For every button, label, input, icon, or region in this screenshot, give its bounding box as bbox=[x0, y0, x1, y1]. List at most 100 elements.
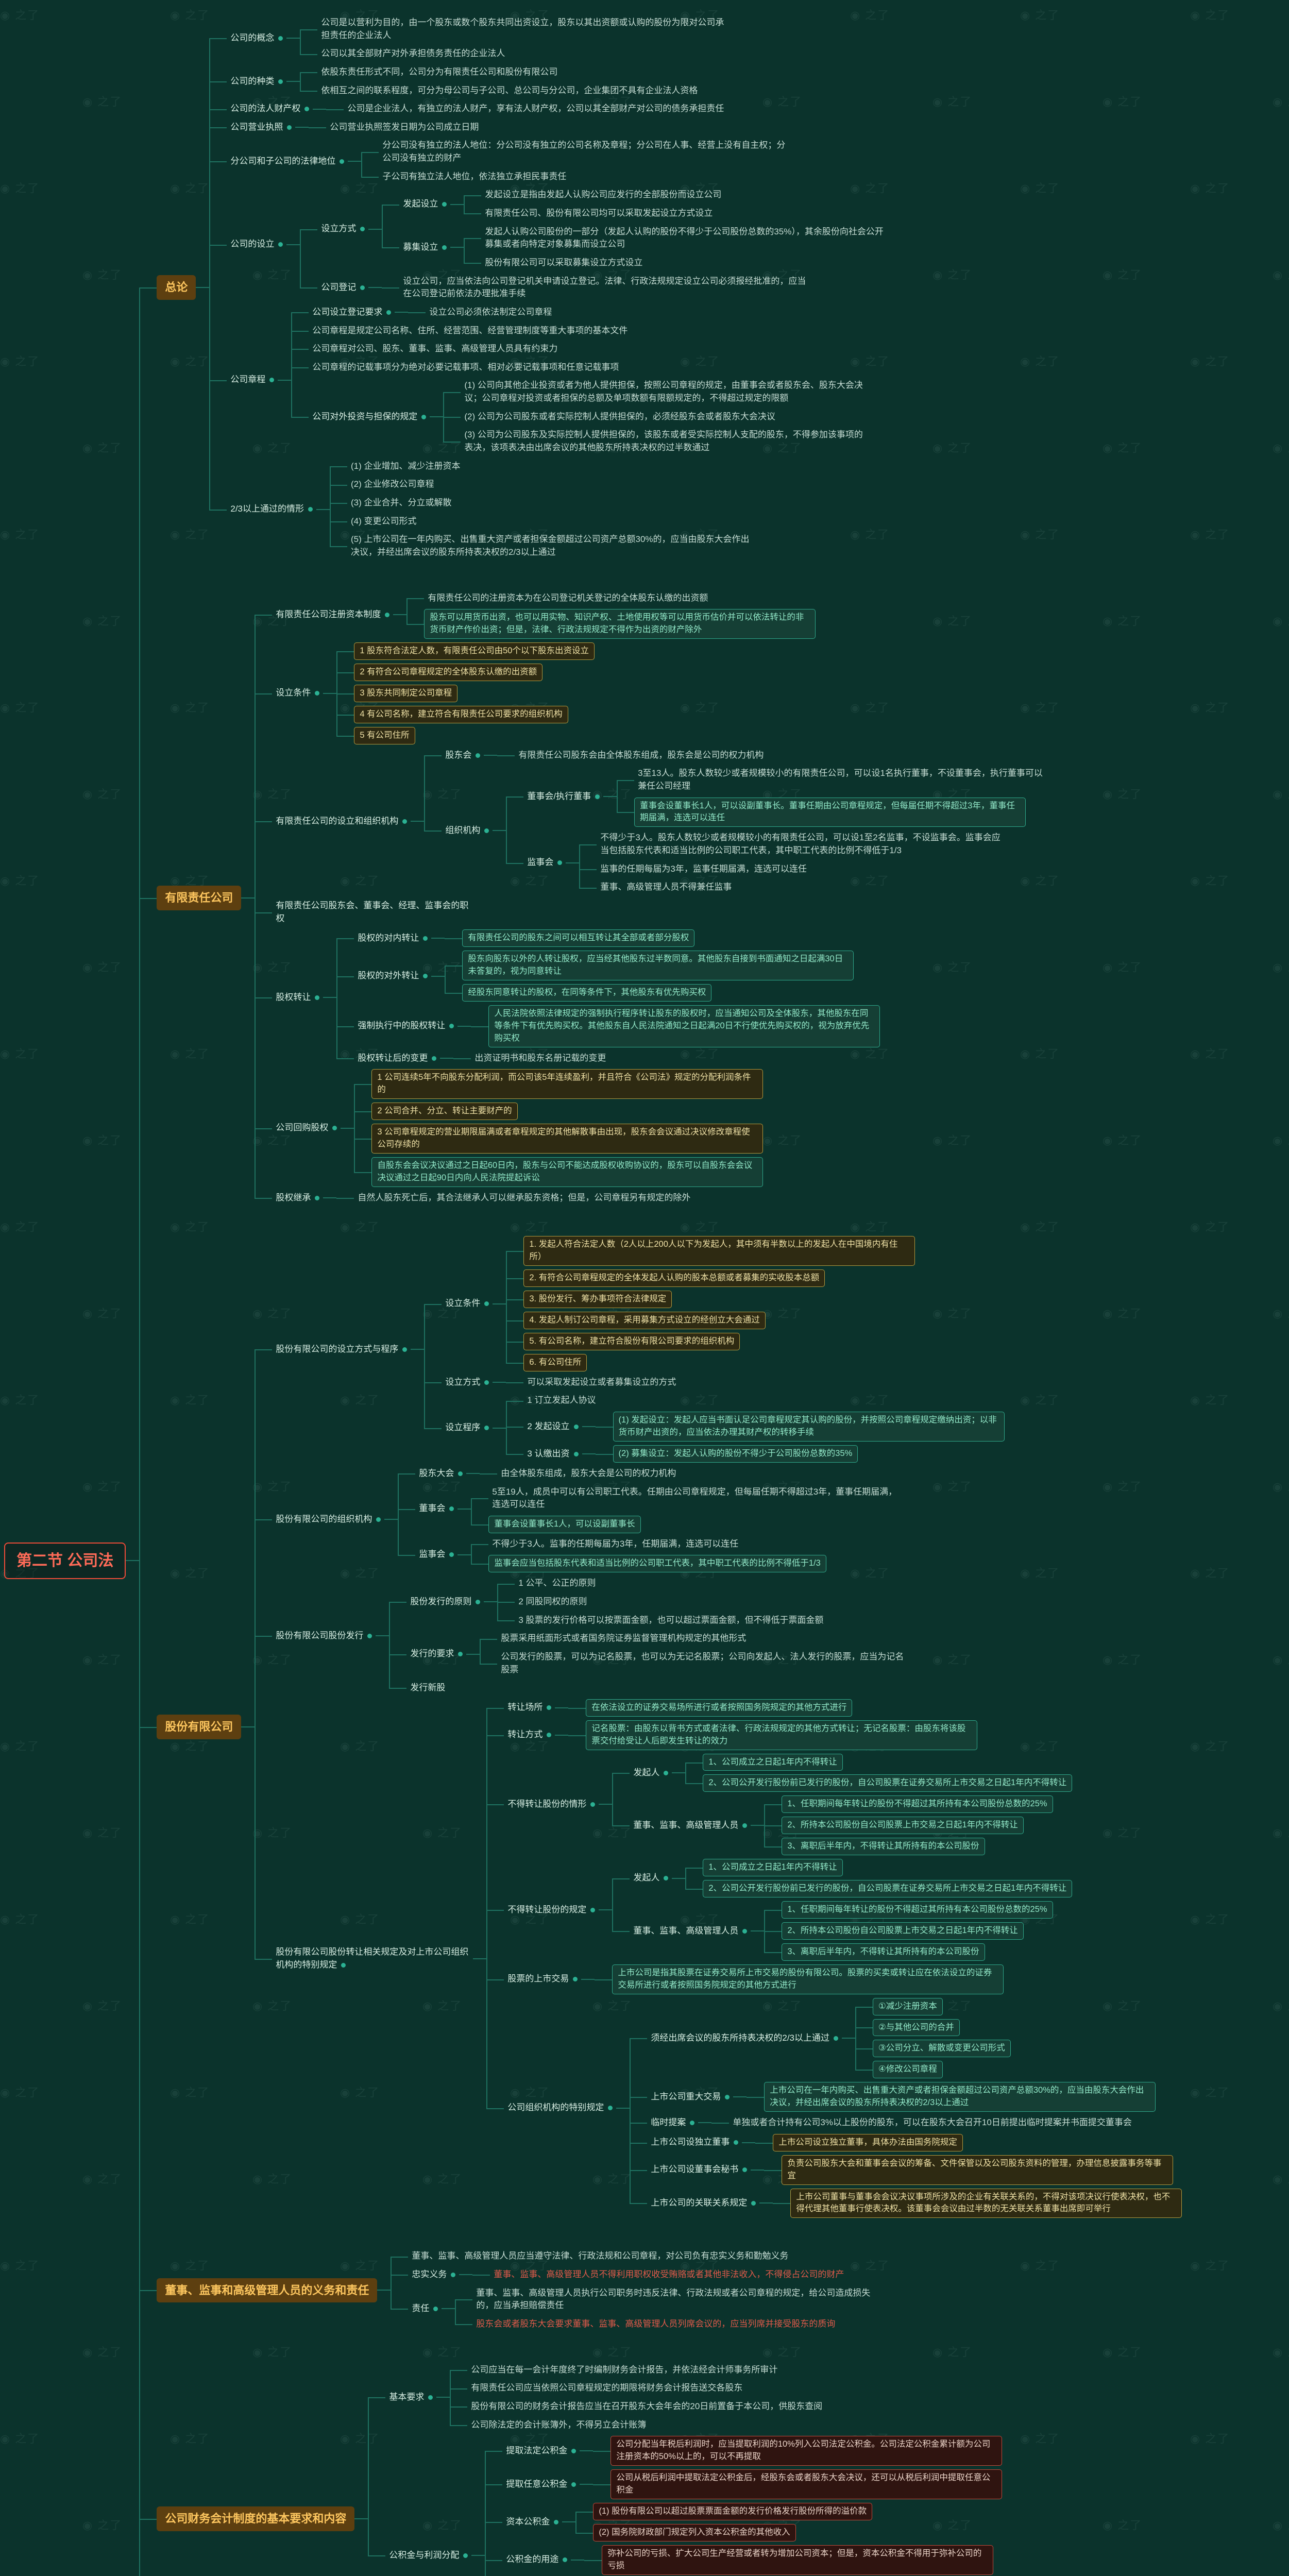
collapse-dot[interactable] bbox=[573, 1451, 579, 1456]
mindmap-node[interactable]: 公司以其全部财产对外承担债务责任的企业法人 bbox=[321, 48, 505, 59]
mindmap-node[interactable]: 3. 股份发行、筹办事项符合法律规定 bbox=[523, 1291, 672, 1309]
mindmap-node[interactable]: 3、离职后半年内，不得转让其所持有的本公司股份 bbox=[782, 1943, 985, 1961]
mindmap-node[interactable]: 董事、监事、高级管理人员应当遵守法律、行政法规和公司章程，对公司负有忠实义务和勤… bbox=[412, 2251, 789, 2261]
branch-llc[interactable]: 有限责任公司 bbox=[157, 886, 242, 910]
mindmap-node[interactable]: 记名股票：由股东以背书方式或者法律、行政法规规定的其他方式转让；无记名股票：由股… bbox=[586, 1720, 978, 1750]
mindmap-node[interactable]: 股权继承 bbox=[272, 1191, 323, 1206]
collapse-dot[interactable] bbox=[554, 2519, 559, 2524]
mindmap-node[interactable]: 股票的上市交易 bbox=[504, 1972, 581, 1987]
mindmap-node[interactable]: (2) 企业修改公司章程 bbox=[351, 479, 434, 489]
mindmap-node[interactable]: (1) 公司向其他企业投资或者为他人提供担保，按照公司章程的规定，由董事会或者股… bbox=[464, 380, 863, 403]
collapse-dot[interactable] bbox=[476, 753, 481, 758]
collapse-dot[interactable] bbox=[449, 1552, 454, 1557]
collapse-dot[interactable] bbox=[402, 819, 408, 824]
mindmap-node[interactable]: 由全体股东组成，股东大会是公司的权力机构 bbox=[501, 1468, 676, 1478]
collapse-dot[interactable] bbox=[360, 285, 365, 290]
mindmap-node[interactable]: 子公司有独立法人地位，依法独立承担民事责任 bbox=[382, 171, 567, 181]
mindmap-node[interactable]: 设立公司必须依法制定公司章程 bbox=[429, 307, 552, 317]
mindmap-node[interactable]: 1 订立发起人协议 bbox=[527, 1395, 596, 1405]
mindmap-node[interactable]: 有限责任公司股东会由全体股东组成，股东会是公司的权力机构 bbox=[518, 750, 764, 760]
mindmap-node[interactable]: (4) 变更公司形式 bbox=[351, 516, 417, 526]
collapse-dot[interactable] bbox=[742, 2167, 748, 2173]
mindmap-node[interactable]: 上市公司设董事会秘书 bbox=[647, 2162, 751, 2177]
mindmap-node[interactable]: 3、离职后半年内，不得转让其所持有的本公司股份 bbox=[782, 1838, 985, 1856]
mindmap-node[interactable]: 公司从税后利润中提取法定公积金后，经股东会或者股东大会决议，还可以从税后利润中提… bbox=[610, 2469, 1003, 2499]
mindmap-node[interactable]: 公司是企业法人，有独立的法人财产，享有法人财产权，公司以其全部财产对公司的债务承… bbox=[347, 104, 724, 114]
mindmap-node[interactable]: 2、公司公开发行股份前已发行的股份，自公司股票在证券交易所上市交易之日起1年内不… bbox=[703, 1774, 1073, 1792]
mindmap-node[interactable]: 上市公司重大交易 bbox=[647, 2090, 733, 2105]
mindmap-node[interactable]: 依相互之间的联系程度，可分为母公司与子公司、总公司与分公司，企业集团不具有企业法… bbox=[321, 85, 698, 95]
branch-general[interactable]: 总论 bbox=[157, 275, 196, 300]
mindmap-node[interactable]: 发行新股 bbox=[410, 1683, 446, 1693]
mindmap-node[interactable]: 公司营业执照签发日期为公司成立日期 bbox=[330, 122, 479, 132]
mindmap-node[interactable]: 2 同股同权的原则 bbox=[518, 1596, 587, 1606]
collapse-dot[interactable] bbox=[451, 2273, 456, 2278]
mindmap-node[interactable]: 上市公司的关联关系规定 bbox=[647, 2196, 759, 2211]
collapse-dot[interactable] bbox=[315, 995, 320, 1000]
collapse-dot[interactable] bbox=[449, 1506, 454, 1512]
mindmap-node[interactable]: 上市公司在一年内购买、出售重大资产或者担保金额超过公司资产总额30%的，应当由股… bbox=[764, 2082, 1156, 2112]
collapse-dot[interactable] bbox=[442, 202, 447, 207]
collapse-dot[interactable] bbox=[484, 1380, 489, 1385]
collapse-dot[interactable] bbox=[834, 2036, 838, 2041]
mindmap-node[interactable]: 分公司和子公司的法律地位 bbox=[227, 154, 348, 169]
mindmap-node[interactable]: 股东大会 bbox=[415, 1466, 466, 1481]
collapse-dot[interactable] bbox=[278, 36, 283, 41]
collapse-dot[interactable] bbox=[269, 378, 275, 383]
mindmap-node[interactable]: 设立条件 bbox=[442, 1296, 493, 1311]
mindmap-node[interactable]: 经股东同意转让的股权，在同等条件下，其他股东有优先购买权 bbox=[462, 984, 712, 1002]
mindmap-node[interactable]: 公司的种类 bbox=[227, 74, 286, 89]
mindmap-node[interactable]: 弥补公司的亏损、扩大公司生产经营或者转为增加公司资本；但是，资本公积金不得用于弥… bbox=[602, 2545, 994, 2575]
collapse-dot[interactable] bbox=[304, 107, 310, 112]
mindmap-node[interactable]: 股东会 bbox=[442, 748, 484, 763]
mindmap-node[interactable]: 设立方式 bbox=[317, 222, 368, 236]
mindmap-node[interactable]: 有限责任公司的注册资本为在公司登记机关登记的全体股东认缴的出资额 bbox=[428, 592, 708, 603]
mindmap-node[interactable]: 在依法设立的证券交易场所进行或者按照国务院规定的其他方式进行 bbox=[586, 1699, 853, 1717]
mindmap-node[interactable]: 股权转让后的变更 bbox=[354, 1051, 440, 1066]
mindmap-node[interactable]: 发起人 bbox=[630, 1766, 672, 1781]
collapse-dot[interactable] bbox=[458, 1652, 463, 1657]
mindmap-node[interactable]: 5 有公司住所 bbox=[354, 726, 415, 744]
branch-finance[interactable]: 公司财务会计制度的基本要求和内容 bbox=[157, 2506, 355, 2531]
collapse-dot[interactable] bbox=[742, 1823, 748, 1828]
mindmap-node[interactable]: (3) 公司为公司股东及实际控制人提供担保的，该股东或者受实际控制人支配的股东，… bbox=[464, 430, 863, 453]
collapse-dot[interactable] bbox=[590, 1802, 596, 1807]
mindmap-node[interactable]: (3) 企业合并、分立或解散 bbox=[351, 497, 452, 507]
mindmap-node[interactable]: ①减少注册资本 bbox=[873, 1997, 943, 2015]
mindmap-node[interactable]: 股份有限公司的财务会计报告应当在召开股东大会年会的20日前置备于本公司，供股东查… bbox=[471, 2401, 823, 2411]
collapse-dot[interactable] bbox=[340, 159, 345, 164]
collapse-dot[interactable] bbox=[725, 2094, 730, 2099]
collapse-dot[interactable] bbox=[278, 79, 283, 84]
mindmap-node[interactable]: 公司章程对公司、股东、董事、监事、高级管理人员具有约束力 bbox=[312, 344, 558, 354]
mindmap-node[interactable]: 股东可以用货币出资，也可以用实物、知识产权、土地使用权等可以用货币估价并可以依法… bbox=[424, 609, 816, 639]
mindmap-node[interactable]: 2 发起设立 bbox=[523, 1419, 582, 1434]
mindmap-node[interactable]: ③公司分立、解散或变更公司形式 bbox=[873, 2040, 1011, 2058]
mindmap-node[interactable]: 2 公司合并、分立、转让主要财产的 bbox=[371, 1103, 518, 1121]
collapse-dot[interactable] bbox=[458, 1471, 463, 1476]
mindmap-node[interactable]: (1) 发起设立：发起人应当书面认足公司章程规定其认购的股份，并按照公司章程规定… bbox=[613, 1412, 1005, 1442]
mindmap-node[interactable]: 有限责任公司、股份有限公司均可以采取发起设立方式设立 bbox=[485, 208, 713, 218]
mindmap-node[interactable]: 强制执行中的股权转让 bbox=[354, 1019, 457, 1033]
mindmap-node[interactable]: 公司的概念 bbox=[227, 31, 286, 46]
mindmap-node[interactable]: 2 有符合公司章程规定的全体股东认缴的出资额 bbox=[354, 663, 543, 681]
mindmap-node[interactable]: 不得转让股份的规定 bbox=[504, 1903, 599, 1918]
collapse-dot[interactable] bbox=[664, 1770, 669, 1775]
mindmap-node[interactable]: 股份有限公司股份转让相关规定及对上市公司组织机构的特别规定 bbox=[276, 1946, 469, 1970]
mindmap-node[interactable]: 公司除法定的会计账簿外，不得另立会计账簿 bbox=[471, 2419, 647, 2430]
mindmap-node[interactable]: 出资证明书和股东名册记载的变更 bbox=[474, 1053, 606, 1063]
collapse-dot[interactable] bbox=[376, 1517, 381, 1522]
mindmap-node[interactable]: 公积金与利润分配 bbox=[385, 2548, 471, 2563]
branch-jsc[interactable]: 股份有限公司 bbox=[157, 1715, 242, 1740]
mindmap-node[interactable]: 董事会/执行董事 bbox=[523, 789, 603, 804]
mindmap-node[interactable]: 公司对外投资与担保的规定 bbox=[309, 410, 430, 425]
mindmap-node[interactable]: 股份有限公司的组织机构 bbox=[272, 1512, 384, 1527]
mindmap-node[interactable]: (2) 国务院财政部门规定列入资本公积金的其他收入 bbox=[593, 2523, 796, 2541]
mindmap-node[interactable]: 公司营业执照 bbox=[227, 120, 295, 135]
mindmap-node[interactable]: 公司发行的股票，可以为记名股票，也可以为无记名股票；公司向发起人、法人发行的股票… bbox=[501, 1651, 904, 1674]
mindmap-node[interactable]: 监事会 bbox=[523, 855, 566, 870]
mindmap-node[interactable]: 上市公司是指其股票在证券交易所上市交易的股份有限公司。股票的买卖或转让应在依法设… bbox=[612, 1964, 1004, 1994]
mindmap-node[interactable]: 设立程序 bbox=[442, 1420, 493, 1435]
mindmap-node[interactable]: 发行的要求 bbox=[406, 1647, 466, 1662]
mindmap-node[interactable]: 董事会设董事长1人，可以设副董事长 bbox=[488, 1515, 641, 1533]
mindmap-node[interactable]: 5. 有公司名称，建立符合股份有限公司要求的组织机构 bbox=[523, 1333, 740, 1350]
